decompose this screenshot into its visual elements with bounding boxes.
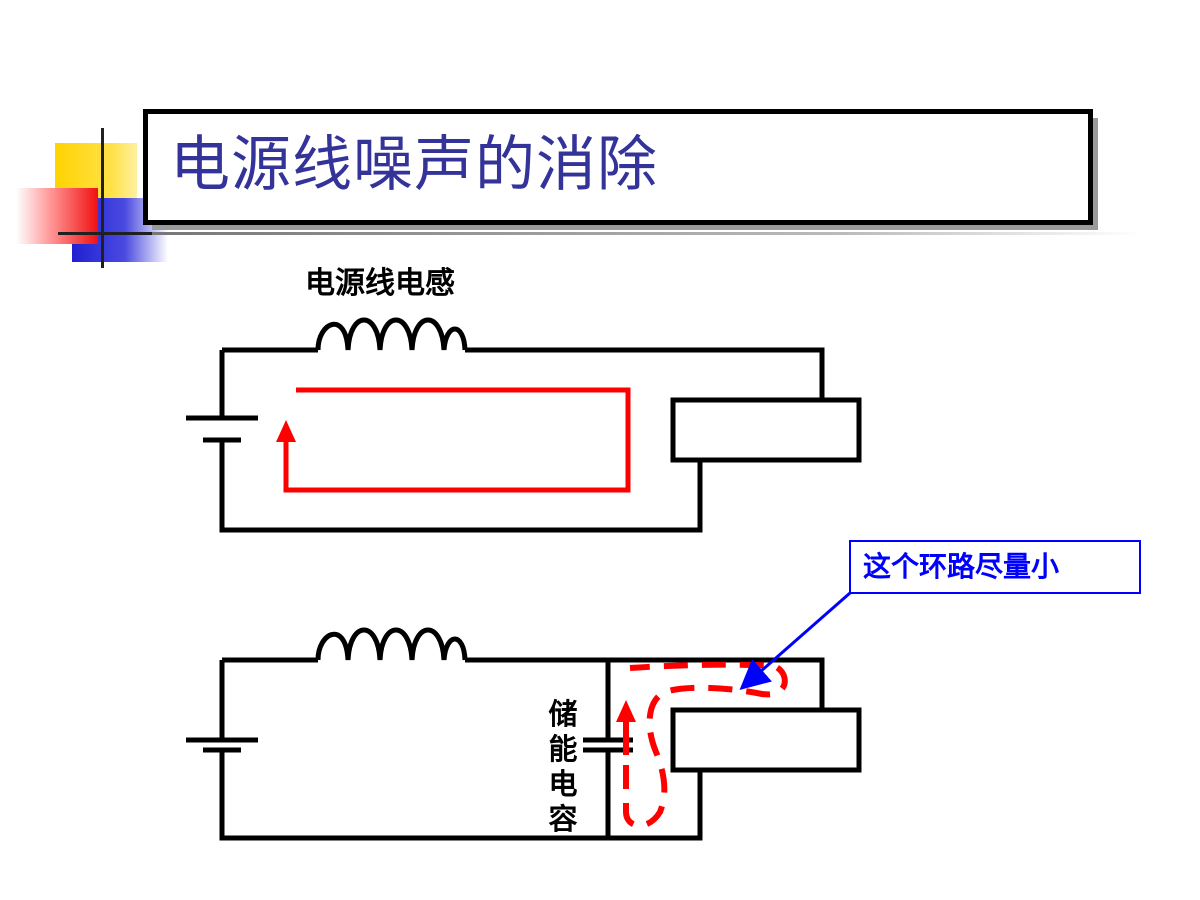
top-circuit: [186, 317, 862, 533]
top-loop-arrowhead: [276, 420, 296, 442]
bottom-inductor-coil: [315, 627, 468, 661]
bottom-wire-left-lower: [219, 750, 703, 841]
capacitor-label-char: 电: [548, 767, 577, 801]
capacitor-label-char: 能: [548, 732, 577, 766]
bottom-loop-arrowhead: [616, 700, 636, 722]
capacitor-label-char: 储: [548, 697, 577, 731]
callout-arrow: [739, 591, 851, 690]
decor-horizontal-line: [58, 232, 168, 235]
top-wire-upper-right: [465, 347, 825, 400]
top-wire-left-lower: [219, 440, 703, 533]
top-current-loop: [276, 387, 631, 493]
bottom-circuit: [186, 627, 862, 841]
title-underline: [152, 232, 1142, 235]
callout-box: [849, 540, 1141, 594]
capacitor-label-char: 容: [548, 802, 577, 836]
bottom-wire-upper-right: [465, 657, 825, 710]
decor-vertical-line: [101, 128, 104, 268]
page-title: 电源线噪声的消除: [170, 130, 658, 200]
bottom-load-box: [670, 707, 862, 773]
title-box: 电源线噪声的消除: [143, 109, 1093, 225]
callout-text: 这个环路尽量小: [863, 550, 1059, 583]
inductor-label: 电源线电感: [305, 266, 455, 301]
top-load-box: [670, 397, 862, 463]
top-inductor-coil: [315, 317, 468, 351]
callout: 这个环路尽量小: [739, 540, 1141, 690]
capacitor-label: 储 能 电 容: [548, 697, 577, 836]
